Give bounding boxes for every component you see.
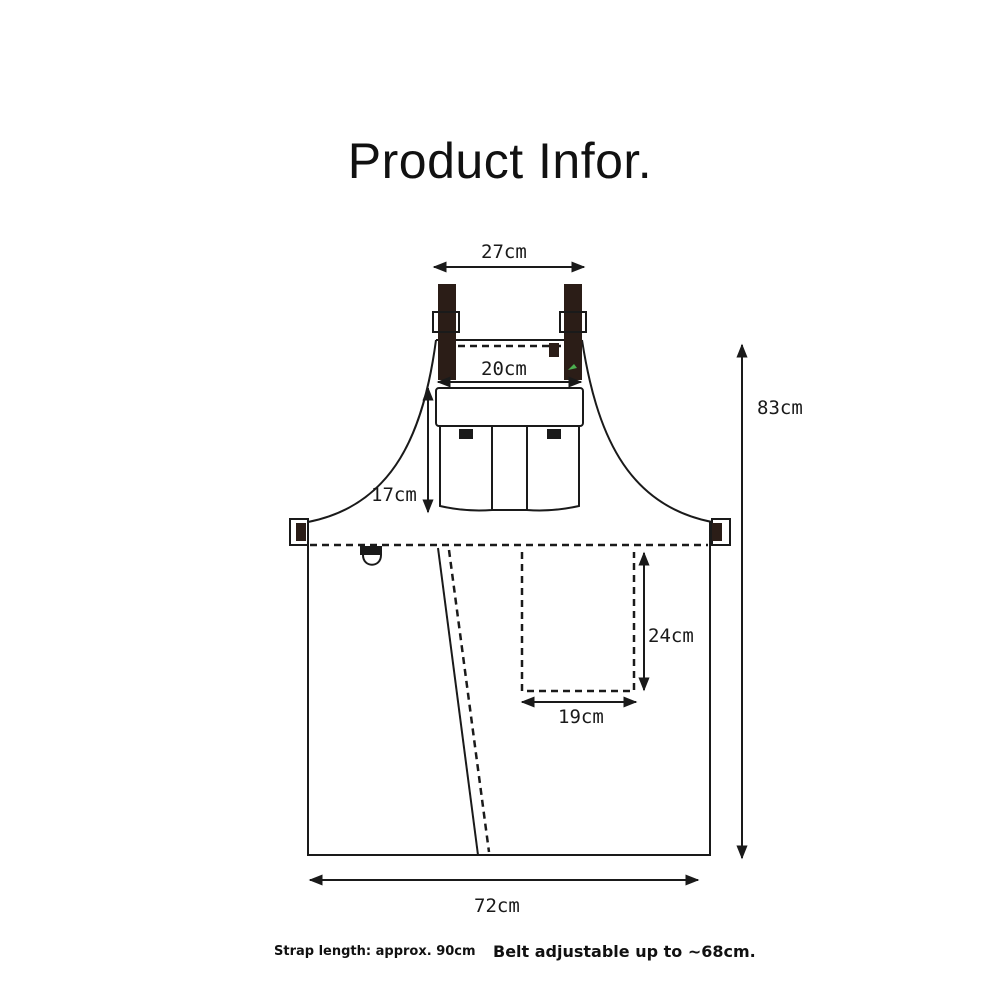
dim-chest-pocket-width: 20cm xyxy=(481,358,527,380)
dim-front-pocket-width: 19cm xyxy=(558,706,604,728)
apron-outline xyxy=(307,339,713,856)
left-buckle xyxy=(289,518,309,546)
right-strap xyxy=(549,284,587,380)
left-strap xyxy=(432,284,460,380)
belt-note: Belt adjustable up to ~68cm. xyxy=(493,942,756,961)
dim-total-length: 83cm xyxy=(757,397,803,419)
page-title: Product Infor. xyxy=(347,133,653,189)
stitching xyxy=(310,344,708,853)
right-buckle xyxy=(711,518,731,546)
chest-pocket xyxy=(435,387,584,512)
dim-chest-pocket-height: 17cm xyxy=(371,484,417,506)
strap-length-note: Strap length: approx. 90cm xyxy=(274,944,476,959)
dim-bottom-width: 72cm xyxy=(474,895,520,917)
towel-loop xyxy=(360,546,382,566)
dim-front-pocket-height: 24cm xyxy=(648,625,694,647)
dimension-lines xyxy=(308,261,748,886)
dim-bib-top-width: 27cm xyxy=(481,241,527,263)
